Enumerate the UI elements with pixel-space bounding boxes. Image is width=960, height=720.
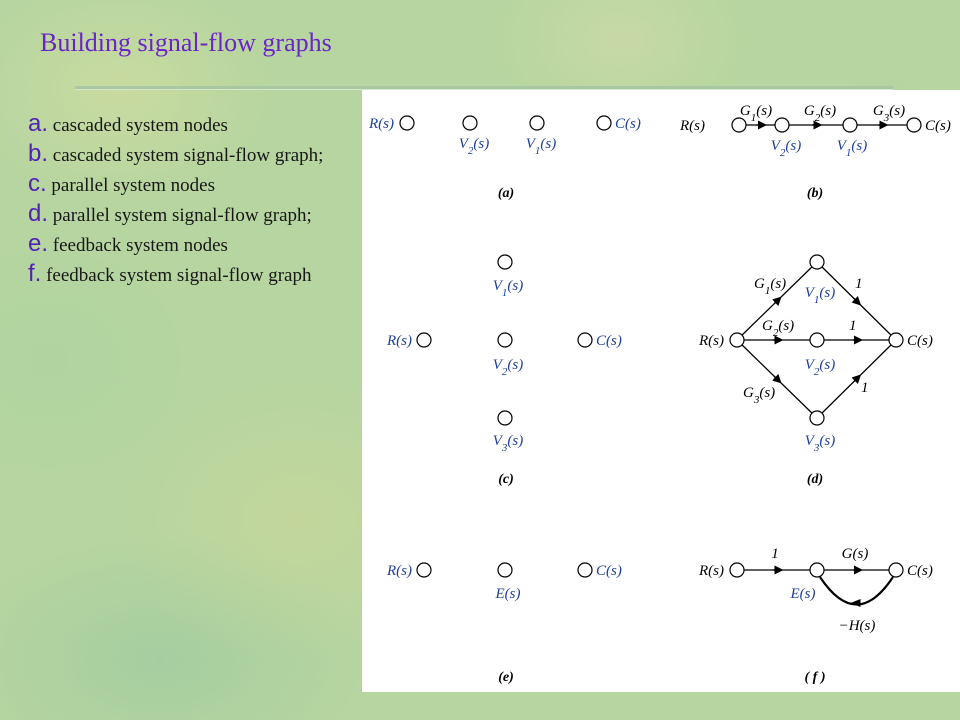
signal-flow-figure: R(s) V2(s) V1(s) C(s) (a) R(s) V2(s) V1(s) C(s) G… bbox=[362, 90, 960, 692]
panel-d-label-c: C(s) bbox=[907, 333, 933, 349]
panel-c-node-v2 bbox=[497, 332, 513, 348]
signal-flow-graphs: R(s) V2(s) V1(s) C(s) (a) R(s) V2(s) V1(s) C(s) G… bbox=[368, 103, 951, 685]
panel-f-feedback-edge bbox=[819, 576, 894, 606]
panel-f-feedback-arrow bbox=[850, 599, 861, 607]
panel-b-node-1 bbox=[774, 117, 790, 133]
panel-b-node-0 bbox=[731, 117, 747, 133]
panel-e-label-e: E(s) bbox=[495, 586, 521, 602]
panel-e-caption: (e) bbox=[498, 670, 514, 685]
panel-b-label-c: C(s) bbox=[925, 118, 951, 134]
caption-letter: a. bbox=[28, 110, 49, 137]
panel-d-gain-g1: G1(s) bbox=[754, 276, 786, 297]
caption-f: f. feedback system signal-flow graph bbox=[28, 262, 373, 288]
panel-d-gain-g2: G2(s) bbox=[762, 318, 794, 339]
panel-d-label-r: R(s) bbox=[698, 333, 724, 349]
panel-b-gain-g2: G2(s) bbox=[804, 103, 836, 124]
panel-d-edge-r-v3-arrow bbox=[772, 374, 782, 384]
panel-d-node-2 bbox=[809, 332, 825, 348]
panel-b-node-2 bbox=[842, 117, 858, 133]
panel-a-caption: (a) bbox=[498, 186, 514, 201]
panel-e-label-c: C(s) bbox=[596, 563, 622, 579]
panel-f-gain-h: −H(s) bbox=[839, 618, 876, 634]
caption-d: d. parallel system signal-flow graph; bbox=[28, 202, 373, 228]
panel-e-node-c bbox=[577, 562, 593, 578]
caption-letter: f. bbox=[28, 260, 42, 287]
panel-d-node-1 bbox=[809, 254, 825, 270]
caption-text: parallel system signal-flow graph; bbox=[48, 205, 312, 226]
caption-letter: b. bbox=[28, 140, 49, 167]
panel-e-node-e bbox=[497, 562, 513, 578]
caption-e: e. feedback system nodes bbox=[28, 232, 373, 258]
panel-d-label-v1: V1(s) bbox=[805, 285, 836, 306]
panel-b-gain-g3: G3(s) bbox=[873, 103, 905, 124]
panel-d-label-v2: V2(s) bbox=[805, 357, 836, 378]
panel-c-label-c: C(s) bbox=[596, 333, 622, 349]
title-divider bbox=[75, 86, 893, 90]
panel-d-node-4 bbox=[888, 332, 904, 348]
panel-d-edge-v1-c-arrow bbox=[851, 296, 862, 306]
panel-c-label-v3: V3(s) bbox=[493, 433, 524, 454]
panel-d-node-3 bbox=[809, 410, 825, 426]
panel-d-gain-v1c: 1 bbox=[855, 276, 863, 292]
panel-b-node-3 bbox=[906, 117, 922, 133]
panel-c-node-v3 bbox=[497, 410, 513, 426]
panel-d-gain-g3: G3(s) bbox=[743, 385, 775, 406]
panel-a-label-c: C(s) bbox=[615, 116, 641, 132]
panel-f-gain-1: 1 bbox=[771, 546, 779, 562]
panel-c-label-v1: V1(s) bbox=[493, 278, 524, 299]
panel-a-label-v1: V1(s) bbox=[526, 136, 557, 157]
panel-b-gain-g1: G1(s) bbox=[740, 103, 772, 124]
panel-d-edge-r-v1-arrow bbox=[772, 296, 782, 306]
panel-c-label-v2: V2(s) bbox=[493, 357, 524, 378]
panel-f-node-2 bbox=[888, 562, 904, 578]
panel-d-label-v3: V3(s) bbox=[805, 433, 836, 454]
panel-a-node-r bbox=[399, 115, 415, 131]
caption-letter: e. bbox=[28, 230, 49, 257]
panel-f-caption: ( f ) bbox=[805, 670, 826, 685]
caption-c: c. parallel system nodes bbox=[28, 172, 373, 198]
caption-a: a. cascaded system nodes bbox=[28, 112, 373, 138]
caption-text: feedback system signal-flow graph bbox=[41, 265, 312, 286]
panel-f-label-e: E(s) bbox=[790, 586, 816, 602]
panel-c-node-c bbox=[577, 332, 593, 348]
panel-d-gain-v3c: 1 bbox=[861, 380, 869, 396]
panel-f-node-1 bbox=[809, 562, 825, 578]
panel-a-label-r: R(s) bbox=[368, 116, 394, 132]
panel-b-caption: (b) bbox=[807, 186, 823, 201]
panel-a-node-v2 bbox=[462, 115, 478, 131]
panel-c-node-r bbox=[416, 332, 432, 348]
caption-text: feedback system nodes bbox=[48, 235, 228, 256]
panel-d-edge-v3-c-arrow bbox=[851, 374, 862, 384]
panel-c-node-v1 bbox=[497, 254, 513, 270]
panel-b-label-r: R(s) bbox=[679, 118, 705, 134]
panel-f-label-c: C(s) bbox=[907, 563, 933, 579]
caption-b: b. cascaded system signal-flow graph; bbox=[28, 142, 373, 168]
caption-list: a. cascaded system nodes b. cascaded sys… bbox=[28, 112, 373, 292]
caption-text: parallel system nodes bbox=[46, 175, 215, 196]
panel-f-label-r: R(s) bbox=[698, 563, 724, 579]
slide-title: Building signal-flow graphs bbox=[40, 28, 332, 57]
caption-text: cascaded system nodes bbox=[48, 115, 228, 136]
panel-b-label-v2: V2(s) bbox=[771, 138, 802, 159]
panel-a-node-c bbox=[596, 115, 612, 131]
panel-f-gain-g: G(s) bbox=[842, 546, 869, 562]
panel-d-node-0 bbox=[729, 332, 745, 348]
panel-e-label-r: R(s) bbox=[386, 563, 412, 579]
panel-f-node-0 bbox=[729, 562, 745, 578]
panel-e-node-r bbox=[416, 562, 432, 578]
panel-d-gain-v2c: 1 bbox=[849, 318, 857, 334]
caption-letter: c. bbox=[28, 170, 47, 197]
panel-a-label-v2: V2(s) bbox=[459, 136, 490, 157]
panel-d-caption: (d) bbox=[807, 472, 823, 487]
panel-c-caption: (c) bbox=[498, 472, 514, 487]
caption-letter: d. bbox=[28, 200, 49, 227]
caption-text: cascaded system signal-flow graph; bbox=[48, 145, 324, 166]
panel-b-label-v1: V1(s) bbox=[837, 138, 868, 159]
panel-c-label-r: R(s) bbox=[386, 333, 412, 349]
panel-a-node-v1 bbox=[529, 115, 545, 131]
